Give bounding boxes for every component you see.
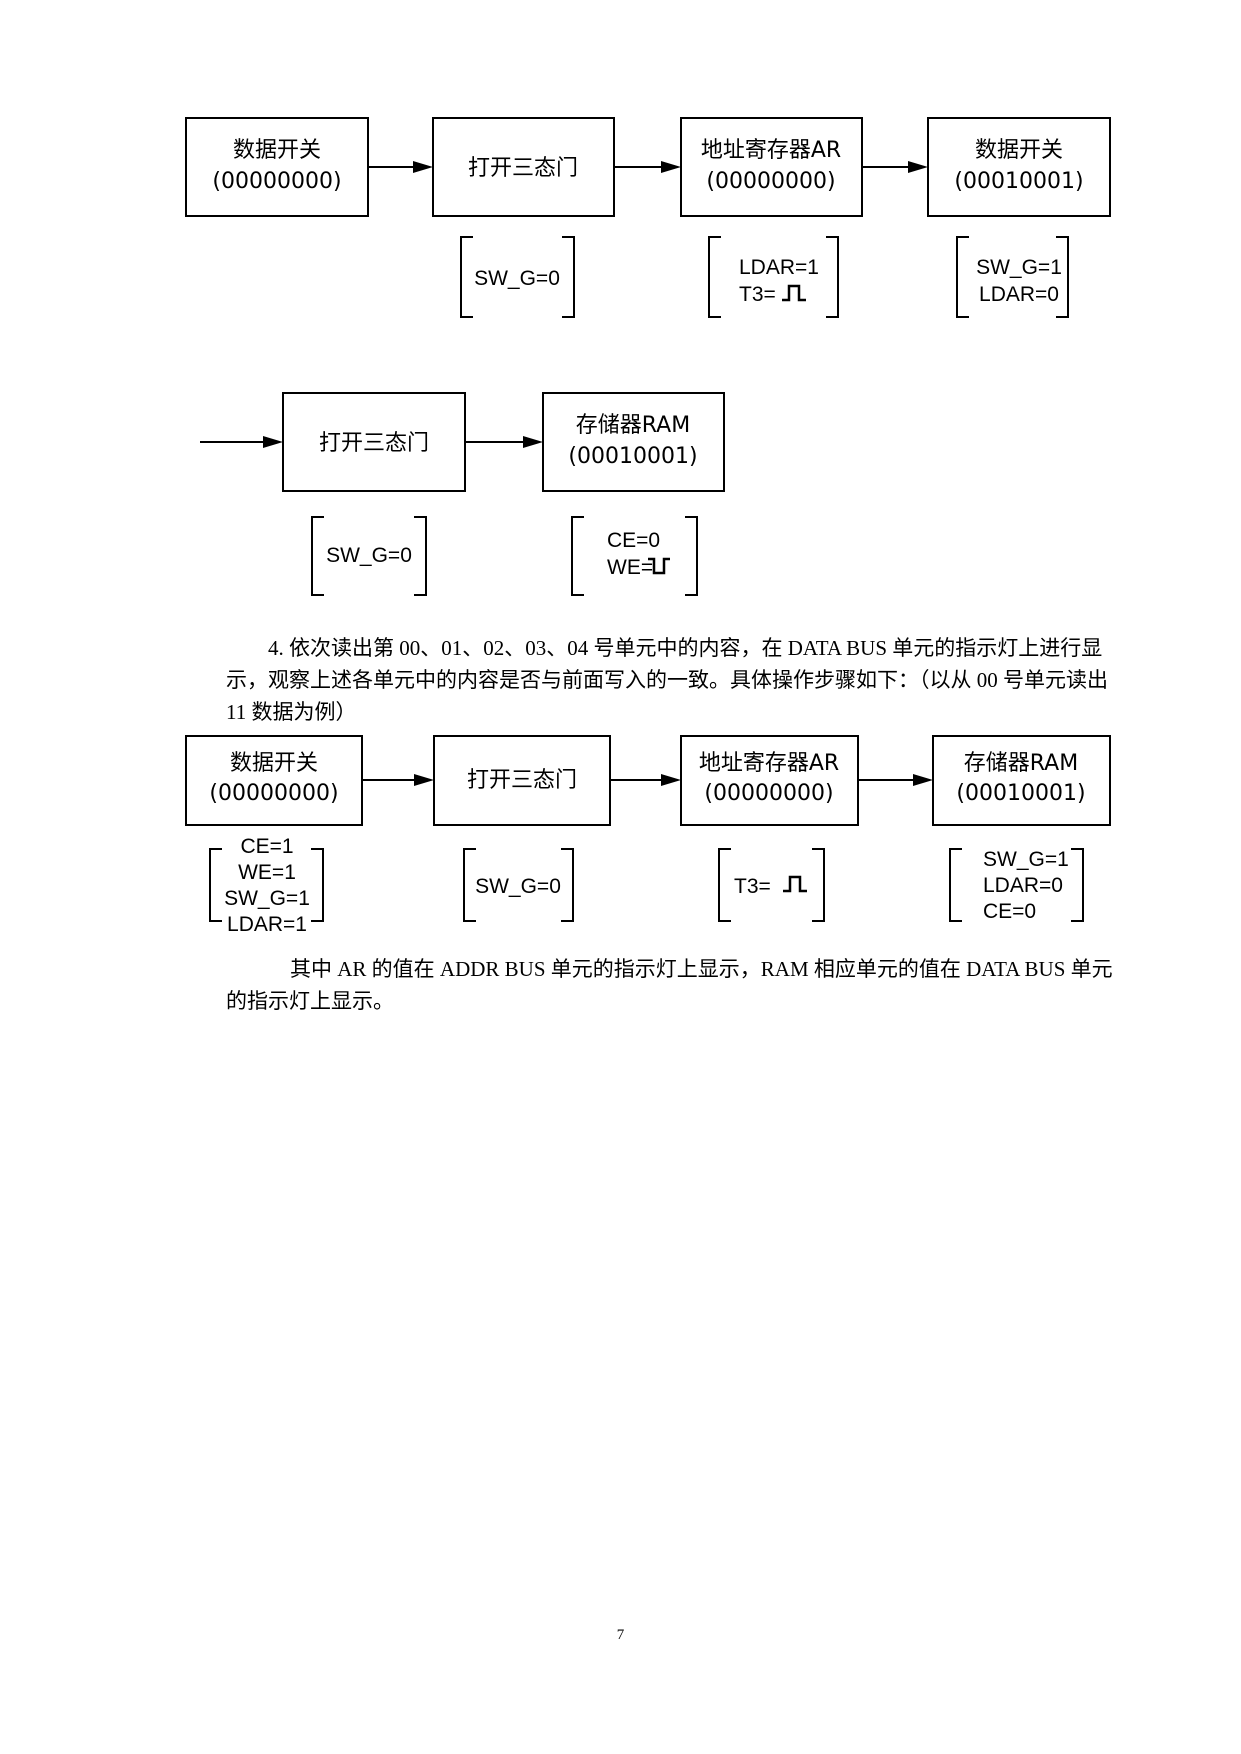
control-signal: LDAR=1 — [227, 913, 307, 936]
control-signal: SW_G=0 — [474, 267, 560, 290]
flow-box-data-switch: 数据开关 (00000000) — [185, 735, 363, 826]
control-signal: SW_G=1 — [224, 887, 310, 910]
control-signal: SW_G=0 — [326, 544, 412, 567]
box-value: (00000000) — [209, 781, 338, 806]
control-signals-bracket: LDAR=1 T3= — [708, 236, 839, 318]
step-4-paragraph: 4. 依次读出第 00、01、02、03、04 号单元中的内容，在 DATA B… — [226, 636, 1108, 724]
flow-box-ram: 存储器RAM (00010001) — [542, 392, 725, 492]
write-memory-flow-diagram: 打开三态门 存储器RAM (00010001) SW_G=0 CE=0 WE= — [200, 392, 725, 596]
box-title: 数据开关 — [975, 138, 1063, 163]
control-signal: CE=0 — [607, 529, 660, 552]
control-signal: SW_G=1 — [976, 256, 1062, 279]
flow-arrow — [862, 161, 928, 173]
box-title: 数据开关 — [233, 138, 321, 163]
box-title: 地址寄存器AR — [699, 751, 839, 776]
flow-arrow — [362, 774, 434, 786]
box-title: 打开三态门 — [468, 156, 578, 181]
control-signals-bracket: SW_G=1 LDAR=0 CE=0 — [949, 848, 1084, 923]
flow-box-data-switch-2: 数据开关 (00010001) — [927, 117, 1111, 217]
clock-pulse-low-icon — [648, 557, 670, 575]
flow-arrow — [465, 436, 543, 448]
box-value: (00000000) — [706, 169, 835, 194]
flow-arrow — [610, 774, 681, 786]
control-signals-bracket: SW_G=0 — [463, 848, 574, 922]
box-title: 数据开关 — [230, 751, 318, 776]
control-signal: LDAR=1 — [739, 256, 819, 279]
flow-box-address-register: 地址寄存器AR (00000000) — [680, 735, 859, 826]
control-signal: SW_G=1 — [983, 848, 1069, 871]
flow-box-tristate-gate: 打开三态门 — [432, 117, 615, 217]
box-title: 地址寄存器AR — [701, 138, 841, 163]
control-signals-bracket: CE=0 WE= — [571, 516, 698, 596]
box-title: 打开三态门 — [319, 431, 429, 456]
box-value: (00010001) — [954, 169, 1083, 194]
control-signals-bracket: T3= — [718, 848, 825, 922]
control-signal: T3= — [734, 875, 771, 898]
flow-box-address-register: 地址寄存器AR (00000000) — [680, 117, 863, 217]
control-signal: T3= — [739, 283, 776, 306]
box-value: (00010001) — [956, 781, 1085, 806]
clock-pulse-high-icon — [782, 284, 806, 302]
page-number: 7 — [616, 1627, 625, 1643]
control-signal: WE= — [607, 556, 653, 579]
flow-arrow — [200, 436, 283, 448]
control-signal: WE=1 — [238, 861, 296, 884]
box-title: 存储器RAM — [576, 413, 690, 438]
control-signal: LDAR=0 — [983, 874, 1063, 897]
flow-box-tristate-gate: 打开三态门 — [282, 392, 466, 492]
flow-box-tristate-gate: 打开三态门 — [433, 735, 611, 826]
control-signal: CE=1 — [240, 835, 293, 858]
control-signal: LDAR=0 — [979, 283, 1059, 306]
box-title: 存储器RAM — [964, 751, 1078, 776]
control-signals-bracket: SW_G=0 — [460, 236, 575, 318]
box-value: (00000000) — [212, 169, 341, 194]
flow-arrow — [368, 161, 433, 173]
control-signals-bracket: SW_G=1 LDAR=0 — [956, 236, 1069, 318]
flow-arrow — [614, 161, 681, 173]
flow-arrow — [858, 774, 933, 786]
box-value: (00000000) — [704, 781, 833, 806]
read-memory-flow-diagram: 数据开关 (00000000) 打开三态门 地址寄存器AR (00000000)… — [185, 735, 1111, 936]
box-title: 打开三态门 — [467, 768, 577, 793]
control-signals-bracket: SW_G=0 — [311, 516, 427, 596]
flow-box-data-switch: 数据开关 (00000000) — [185, 117, 369, 217]
flow-box-ram: 存储器RAM (00010001) — [932, 735, 1111, 826]
write-address-flow-diagram: 数据开关 (00000000) 打开三态门 地址寄存器AR (00000000)… — [185, 117, 1111, 318]
control-signals-bracket: CE=1 WE=1 SW_G=1 LDAR=1 — [209, 835, 324, 936]
clock-pulse-high-icon — [783, 875, 807, 893]
ar-ram-display-note: 其中 AR 的值在 ADDR BUS 单元的指示灯上显示，RAM 相应单元的值在… — [226, 957, 1113, 1013]
control-signal: SW_G=0 — [475, 875, 561, 898]
control-signal: CE=0 — [983, 900, 1036, 923]
box-value: (00010001) — [568, 444, 697, 469]
